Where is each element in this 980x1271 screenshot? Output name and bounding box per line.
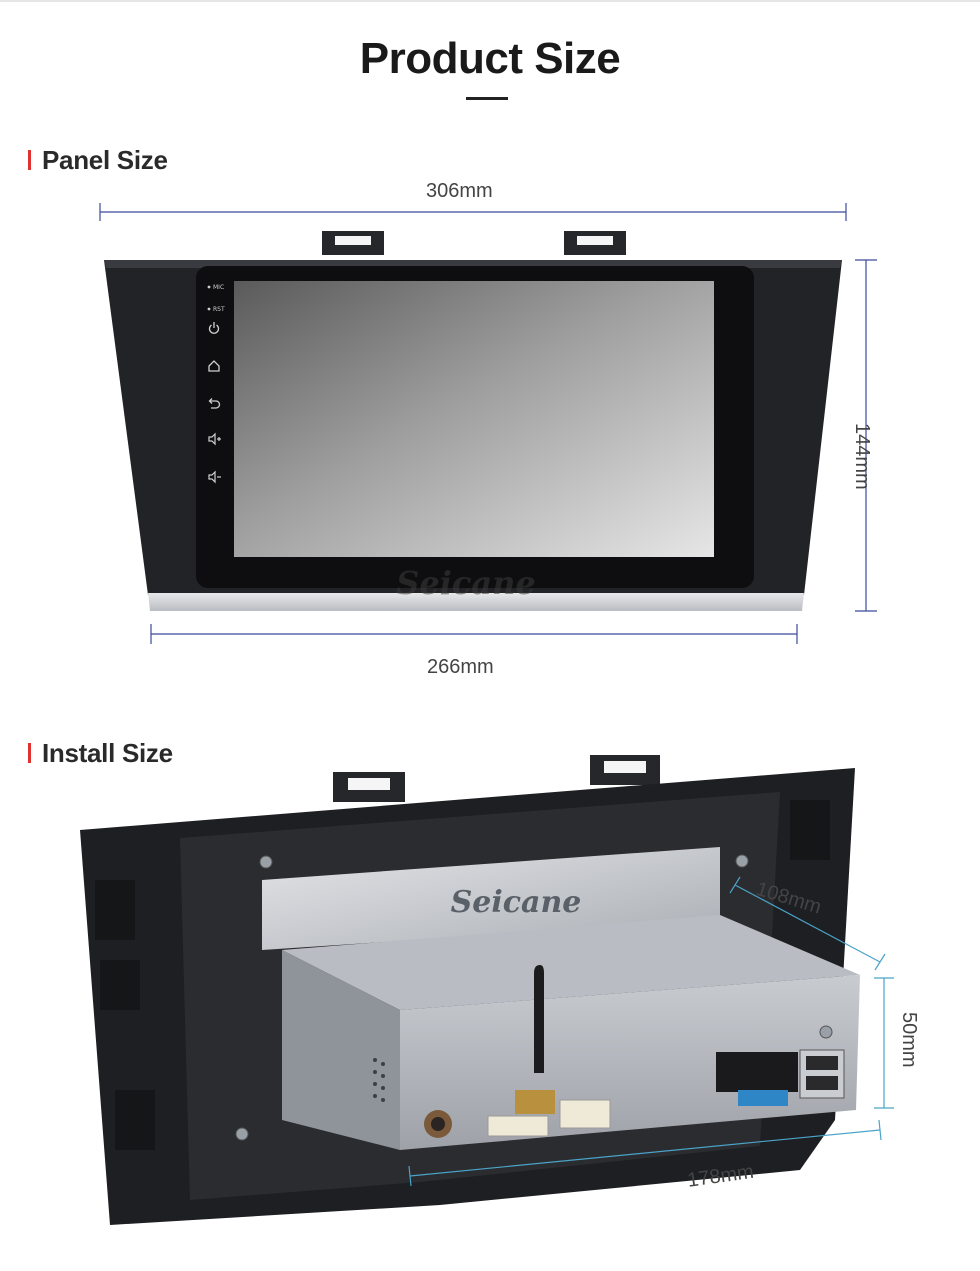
fuse-blue (738, 1090, 788, 1106)
install-size-label: Install Size (42, 737, 173, 768)
harness-connector (716, 1052, 798, 1092)
install-height-label: 50mm (898, 1012, 920, 1068)
pin-header-1 (487, 1115, 549, 1137)
panel-mount-tabs (322, 231, 626, 255)
install-mount-tabs (333, 755, 660, 802)
panel-height-dimension (855, 259, 877, 612)
panel-size-heading: Panel Size (28, 145, 168, 175)
side-button-column: MIC RST (207, 284, 225, 484)
title-underline (466, 97, 508, 100)
volume-down-icon (208, 470, 221, 484)
mic-label: MIC (213, 284, 224, 291)
panel-silver-strip (148, 593, 804, 611)
unit-top-box (282, 915, 860, 1010)
panel-width-bottom-label: 266mm (427, 656, 494, 678)
install-brand-label: Seicane (451, 885, 582, 920)
install-depth-dimension (729, 876, 886, 971)
page-title: Product Size (359, 34, 621, 83)
antenna-icon (534, 965, 544, 1073)
home-icon (208, 360, 220, 372)
antenna-base (515, 1090, 555, 1114)
unit-side-box (282, 950, 400, 1150)
power-icon (208, 322, 220, 334)
volume-up-icon (208, 432, 221, 446)
panel-width-top-label: 306mm (426, 180, 493, 202)
panel-size-label: Panel Size (42, 144, 168, 175)
pin-header-2 (559, 1099, 611, 1129)
top-divider (0, 0, 980, 2)
unit-vent-holes (373, 1058, 385, 1102)
install-height-dimension (874, 977, 894, 1109)
section-marker (28, 150, 31, 170)
section-marker (28, 743, 31, 763)
install-size-heading: Install Size (28, 738, 173, 768)
panel-width-top-dimension (99, 203, 847, 221)
panel-figure: MIC RST Seicane (99, 203, 877, 644)
rst-label: RST (213, 306, 225, 313)
back-icon (208, 398, 221, 409)
unit-connectors (424, 965, 845, 1138)
screen-display (234, 281, 714, 557)
panel-width-bottom-dimension (150, 624, 798, 644)
frame-screws (235, 854, 833, 1141)
panel-brand-watermark: Seicane (396, 564, 535, 602)
install-width-dimension (408, 1119, 882, 1187)
